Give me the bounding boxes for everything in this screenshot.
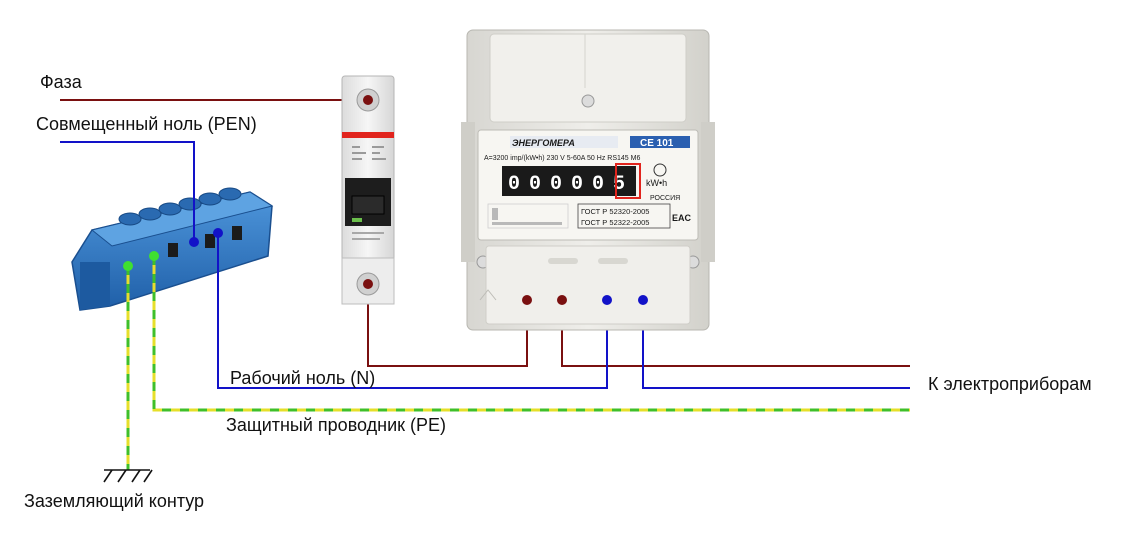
meter-phase-in-terminal (522, 295, 532, 305)
meter-gost-1: ГОСТ Р 52320-2005 (581, 207, 649, 216)
meter-digit: 0 (529, 173, 541, 196)
meter-model: CE 101 (640, 138, 674, 149)
meter-brand: ЭНЕРГОМЕРА (512, 138, 575, 148)
ground-symbol-icon (103, 469, 153, 483)
meter-digit: 0 (508, 173, 520, 196)
circuit-breaker (341, 75, 395, 305)
label-neutral: Рабочий ноль (N) (230, 368, 376, 388)
label-pen: Совмещенный ноль (PEN) (36, 114, 257, 134)
label-ground: Заземляющий контур (24, 491, 205, 511)
meter-spec-line: A=3200 imp/(kW•h) 230 V 5-60A 50 Hz RS14… (484, 155, 640, 162)
meter-digit: 0 (592, 173, 604, 196)
busbar-pe-dot (149, 251, 159, 261)
meter-phase-out-terminal (557, 295, 567, 305)
pe-wire (152, 256, 910, 412)
busbar-screws (118, 187, 242, 226)
phase-wire-breaker-to-meter (367, 284, 528, 367)
busbar-n-dot (213, 228, 223, 238)
breaker-bottom-terminal (363, 279, 373, 289)
meter-neutral-out-terminal (638, 295, 648, 305)
meter-digit: 0 (571, 173, 583, 196)
meter-display (502, 166, 636, 196)
meter-eac: EAC (672, 213, 692, 223)
label-appliances: К электроприборам (928, 374, 1092, 394)
meter-neutral-in-terminal (602, 295, 612, 305)
pen-wire-in (60, 141, 195, 240)
pen-busbar (71, 187, 274, 311)
meter-unit: kW•h (646, 178, 667, 188)
label-phase: Фаза (40, 72, 82, 92)
neutral-wire-to-meter (217, 232, 608, 389)
meter-digit: 5 (613, 173, 625, 196)
busbar-pen-dot (189, 237, 199, 247)
electricity-meter: ЭНЕРГОМЕРА CE 101 A=3200 imp/(kW•h) 230 … (461, 29, 715, 331)
breaker-top-terminal (363, 95, 373, 105)
meter-gost-2: ГОСТ Р 52322-2005 (581, 218, 649, 227)
busbar-ground-dot (123, 261, 133, 271)
meter-country: РОССИЯ (650, 195, 680, 202)
meter-digit: 0 (550, 173, 562, 196)
label-pe: Защитный проводник (PE) (226, 415, 447, 435)
